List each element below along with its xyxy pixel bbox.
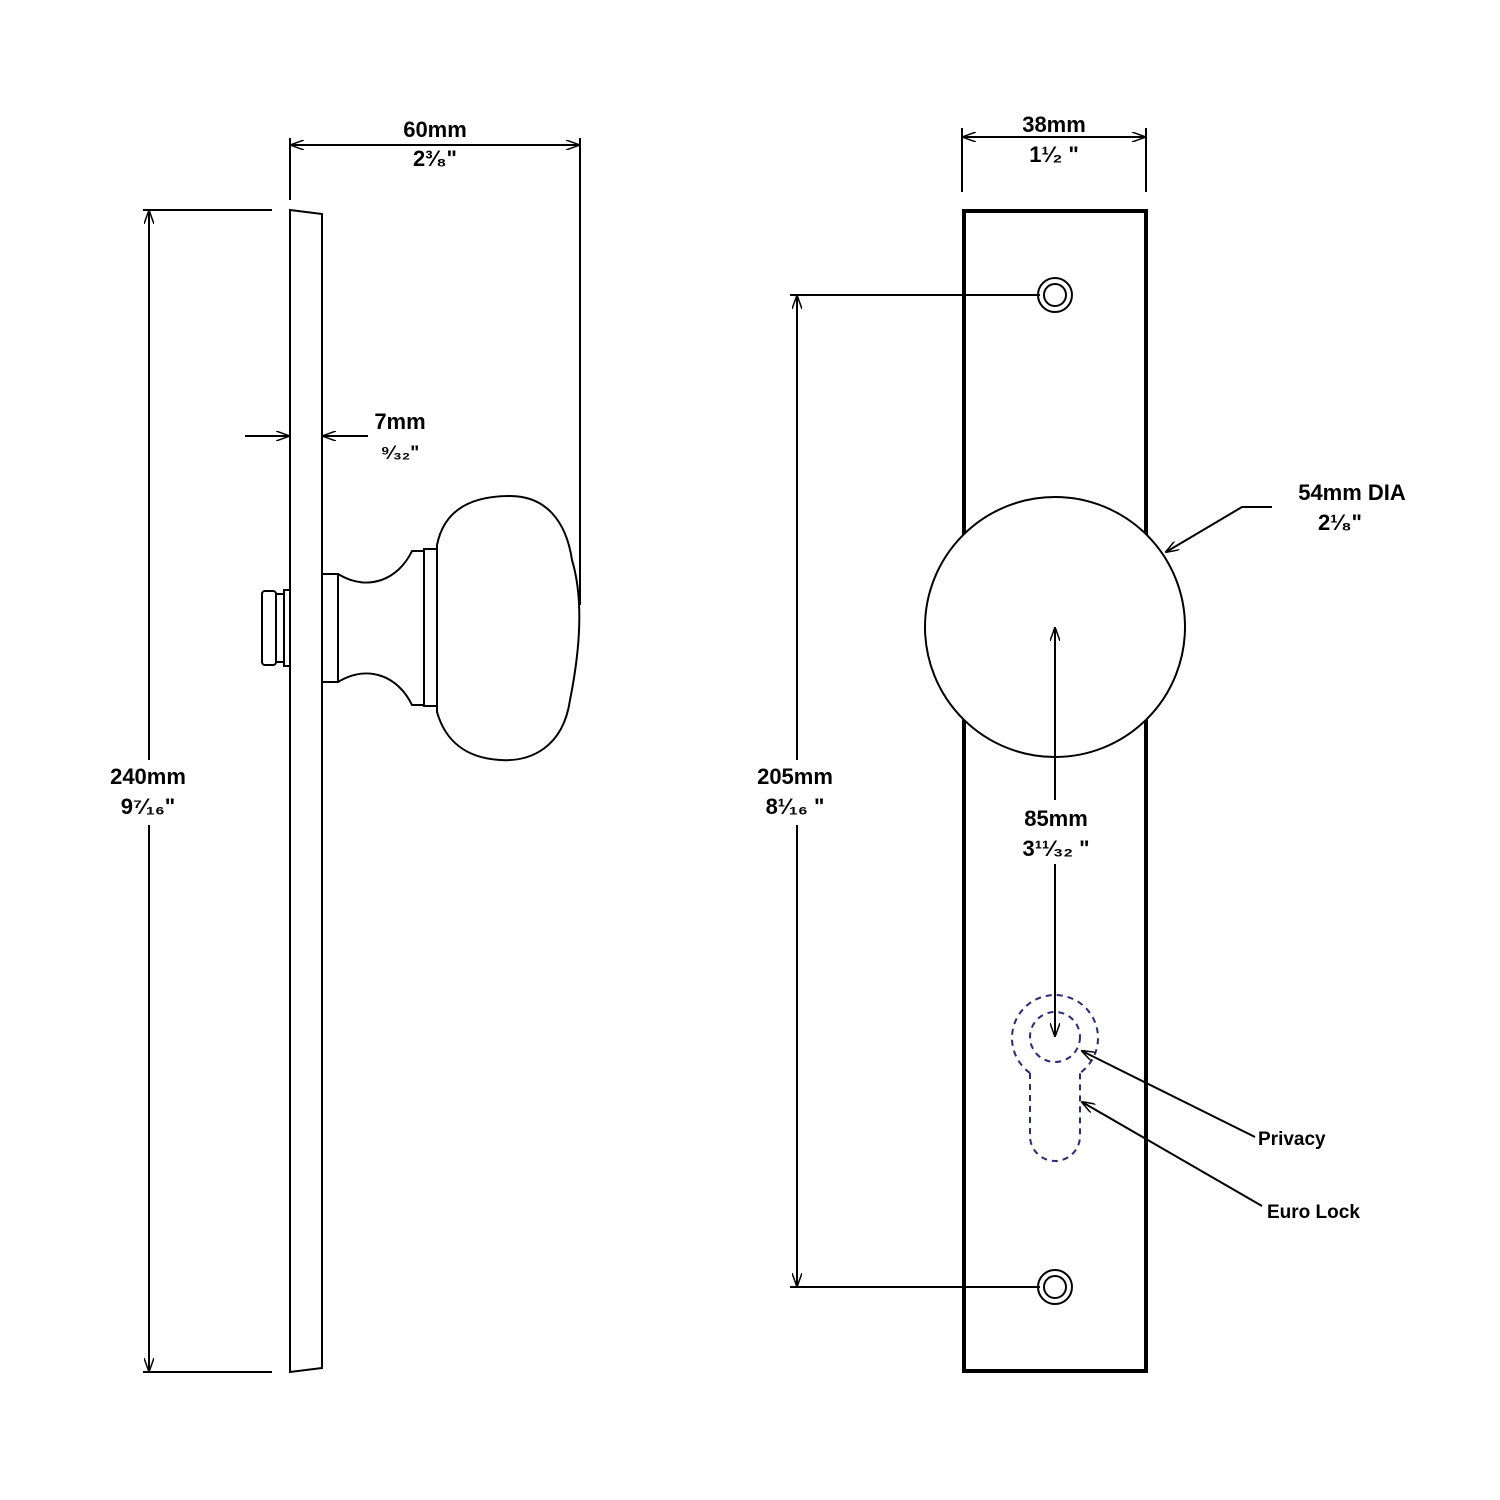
dim-side-width-metric: 60mm (403, 117, 467, 142)
dim-side-width (289, 138, 581, 605)
dim-knob-diameter-imperial: 2¹⁄₈" (1318, 510, 1362, 535)
front-backplate (962, 209, 1148, 1373)
knob-head-profile (436, 494, 581, 762)
dim-plate-thickness-metric: 7mm (374, 409, 425, 434)
dim-screw-centers (790, 294, 1040, 1288)
knob-rose (322, 573, 339, 683)
dim-screw-centers-metric: 205mm (757, 764, 833, 789)
euro-lock-cam (1029, 1011, 1081, 1063)
dim-plate-width (961, 128, 1147, 192)
front-view: 38mm 1¹⁄₂ " 205mm 8¹⁄₁₆ " 85mm 3¹¹⁄₃₂ " … (757, 112, 1406, 1373)
knob-collar (423, 548, 438, 707)
euro-lock-leader (1082, 1102, 1263, 1207)
dim-backset-imperial: 3¹¹⁄₃₂ " (1022, 836, 1089, 861)
euro-lock-label: Euro Lock (1267, 1202, 1360, 1223)
side-view: 60mm 2³⁄₈" 240mm 9⁷⁄₁₆" 7mm ⁹⁄₃₂" (110, 117, 581, 1374)
side-backplate (289, 208, 323, 1374)
dim-side-height (143, 209, 272, 1373)
dim-plate-thickness-imperial: ⁹⁄₃₂" (381, 443, 419, 464)
dim-knob-diameter-metric: 54mm DIA (1298, 480, 1406, 505)
rear-spindle (261, 589, 291, 667)
privacy-leader (1082, 1051, 1256, 1138)
dim-knob-diameter (1166, 506, 1272, 552)
knob-neck (337, 550, 425, 706)
dim-side-height-metric: 240mm (110, 764, 186, 789)
euro-lock-outline (1029, 1073, 1081, 1162)
dim-side-height-imperial: 9⁷⁄₁₆" (121, 794, 176, 819)
dim-side-width-imperial: 2³⁄₈" (413, 146, 457, 171)
dim-backset-metric: 85mm (1024, 806, 1088, 831)
screw-hole-top (1037, 277, 1073, 313)
privacy-label: Privacy (1258, 1129, 1326, 1150)
dim-screw-centers-imperial: 8¹⁄₁₆ " (766, 794, 825, 819)
screw-hole-bottom (1037, 1269, 1073, 1305)
dim-plate-width-metric: 38mm (1022, 112, 1086, 137)
dim-plate-width-imperial: 1¹⁄₂ " (1029, 142, 1079, 167)
